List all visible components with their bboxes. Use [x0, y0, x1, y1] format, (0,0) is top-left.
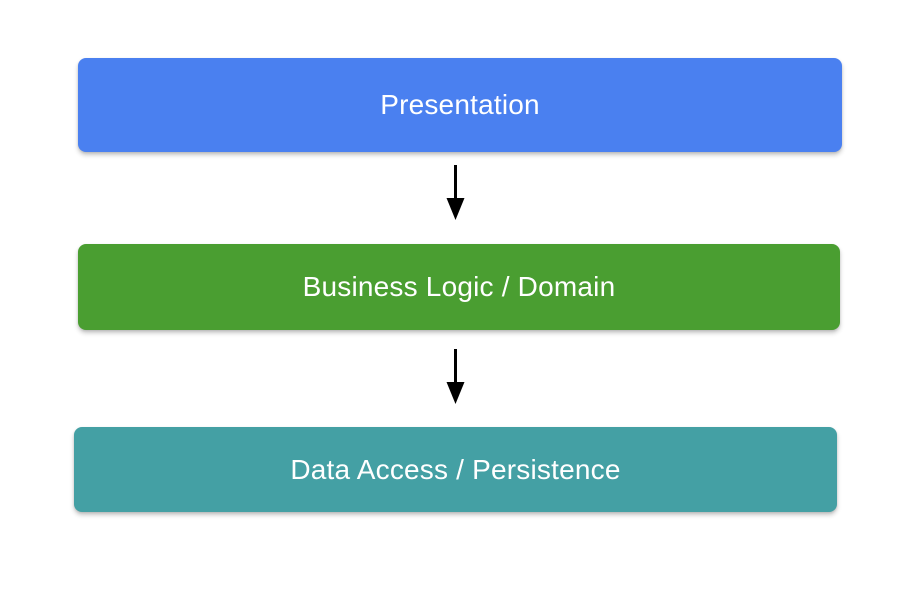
arrow-business-to-data [446, 349, 465, 404]
node-data-access[interactable]: Data Access / Persistence [74, 427, 837, 512]
arrow-presentation-to-business [446, 165, 465, 220]
node-business-logic[interactable]: Business Logic / Domain [78, 244, 840, 330]
node-data-access-label: Data Access / Persistence [290, 453, 621, 485]
node-business-logic-label: Business Logic / Domain [302, 271, 616, 302]
arrowhead-down-icon [446, 382, 465, 404]
node-presentation[interactable]: Presentation [78, 58, 842, 152]
arrowhead-down-icon [446, 198, 465, 220]
node-presentation-label: Presentation [380, 89, 540, 120]
